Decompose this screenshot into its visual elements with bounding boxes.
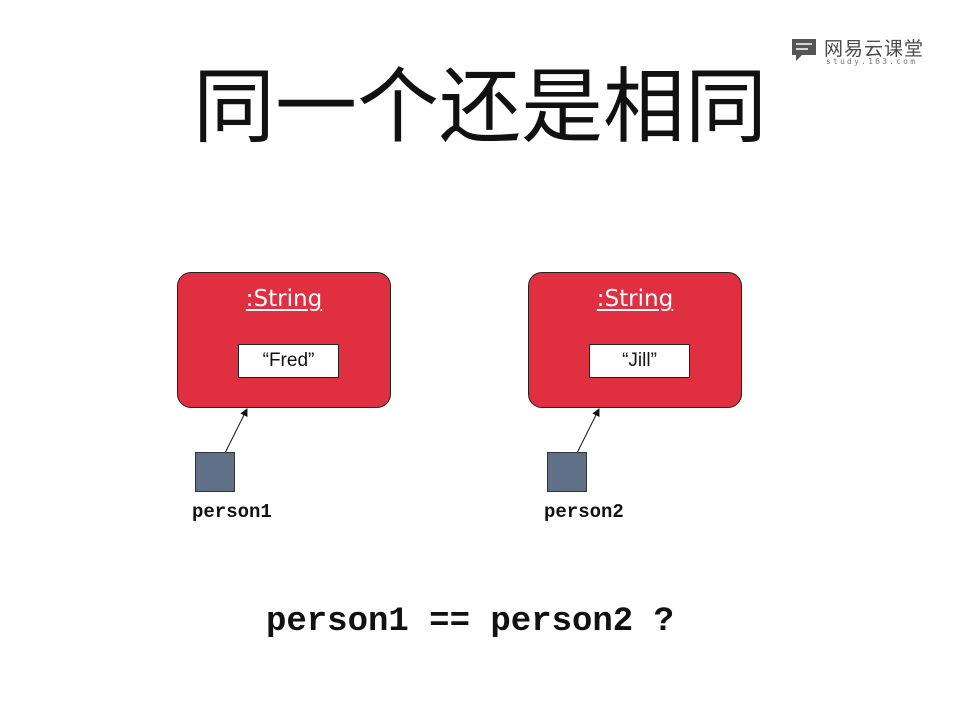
reference-variable-person1	[195, 452, 235, 492]
string-object-jill: :String “Jill”	[528, 272, 742, 408]
reference-arrow-person1	[224, 408, 248, 454]
object-type-label: :String	[596, 286, 674, 312]
string-object-fred: :String “Fred”	[177, 272, 391, 408]
watermark-brand: 网易云课堂	[824, 38, 925, 60]
reference-arrow-person2	[576, 408, 600, 454]
variable-label-person1: person1	[192, 501, 272, 523]
object-type-label: :String	[245, 286, 323, 312]
watermark-logo: 网易云课堂 study.163.com	[790, 34, 940, 68]
speech-bubble-icon	[792, 39, 816, 61]
object-value-box: “Jill”	[589, 344, 690, 378]
watermark-domain: study.163.com	[826, 57, 918, 66]
reference-variable-person2	[547, 452, 587, 492]
object-value-box: “Fred”	[238, 344, 339, 378]
variable-label-person2: person2	[544, 501, 624, 523]
equality-question: person1 == person2 ?	[265, 603, 675, 641]
slide-title: 同一个还是相同	[192, 60, 767, 155]
